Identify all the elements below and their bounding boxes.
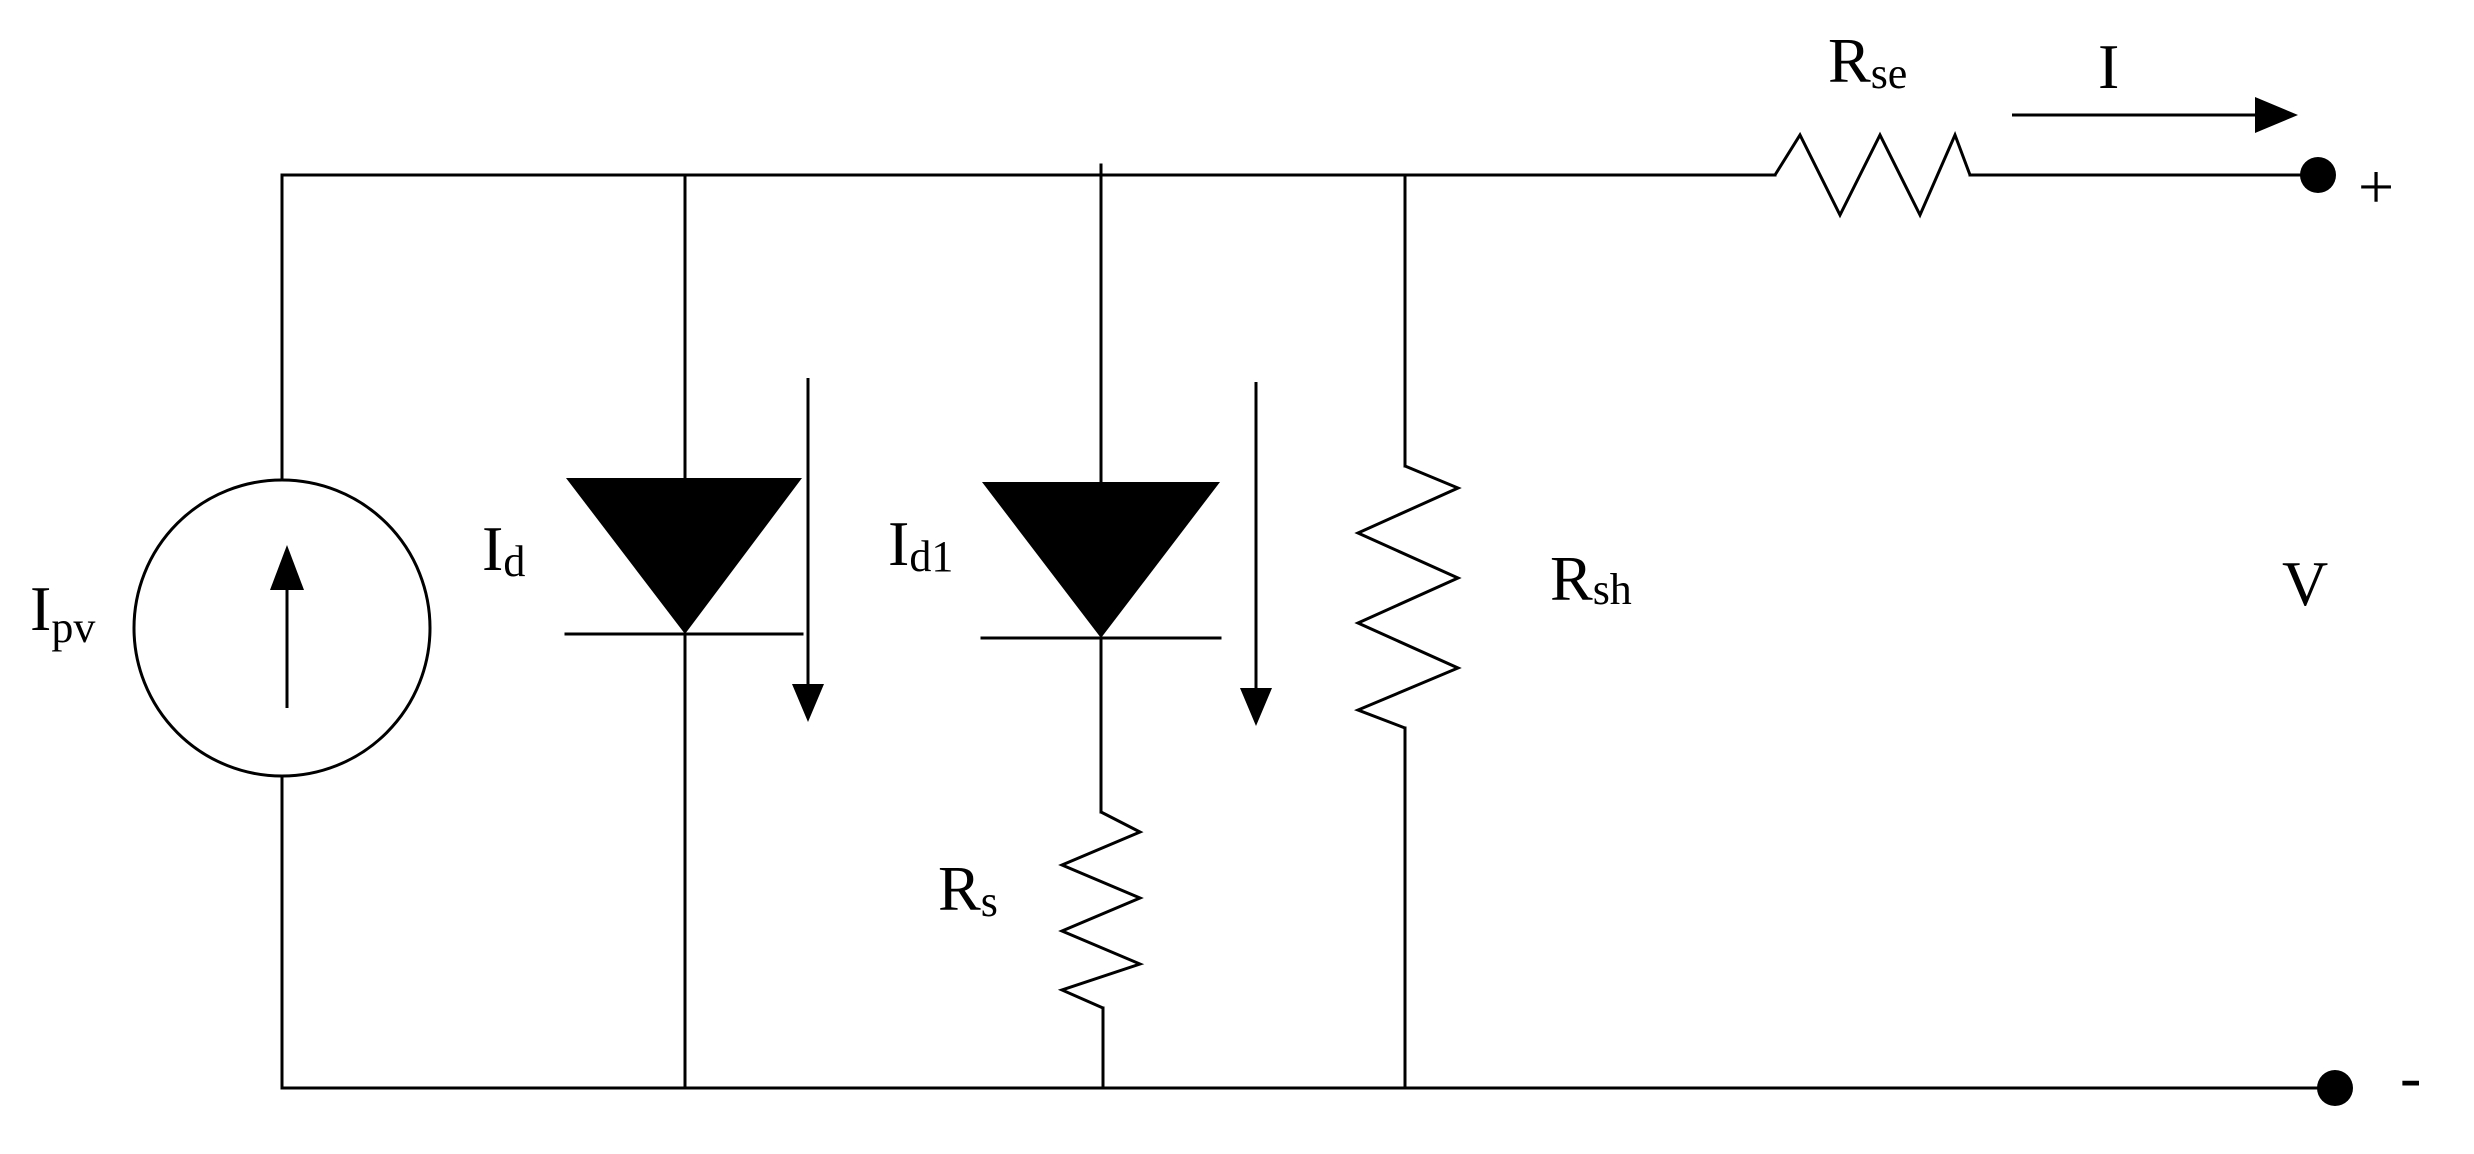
label-ipv: Ipv xyxy=(30,573,95,652)
positive-terminal xyxy=(2300,157,2336,193)
current-source-circle xyxy=(132,478,432,778)
right-arrow-icon xyxy=(2255,97,2298,133)
wires xyxy=(280,163,2337,1090)
diode2-triangle xyxy=(982,482,1220,638)
resistor-rse xyxy=(1773,131,1972,219)
label-rs: Rs xyxy=(938,853,998,926)
label-plus: + xyxy=(2358,151,2394,222)
label-voltage: V xyxy=(2282,548,2328,619)
resistor-rsh xyxy=(1353,464,1462,730)
diode-1 xyxy=(564,378,824,722)
label-minus: - xyxy=(2400,1041,2421,1112)
diode-2 xyxy=(980,382,1272,726)
label-rsh: Rsh xyxy=(1550,543,1632,614)
diode1-triangle xyxy=(566,478,802,634)
label-output-current: I xyxy=(2098,31,2119,102)
resistor-rs xyxy=(1057,810,1145,1010)
label-id1: Id1 xyxy=(888,508,953,581)
down-arrow-icon xyxy=(1240,688,1272,726)
up-arrow-icon xyxy=(270,545,304,590)
output-current-arrow xyxy=(2012,97,2298,133)
label-id: Id xyxy=(482,513,525,586)
label-rse: Rse xyxy=(1828,25,1907,98)
negative-terminal xyxy=(2317,1070,2353,1106)
current-source xyxy=(132,478,432,778)
down-arrow-icon xyxy=(792,684,824,722)
